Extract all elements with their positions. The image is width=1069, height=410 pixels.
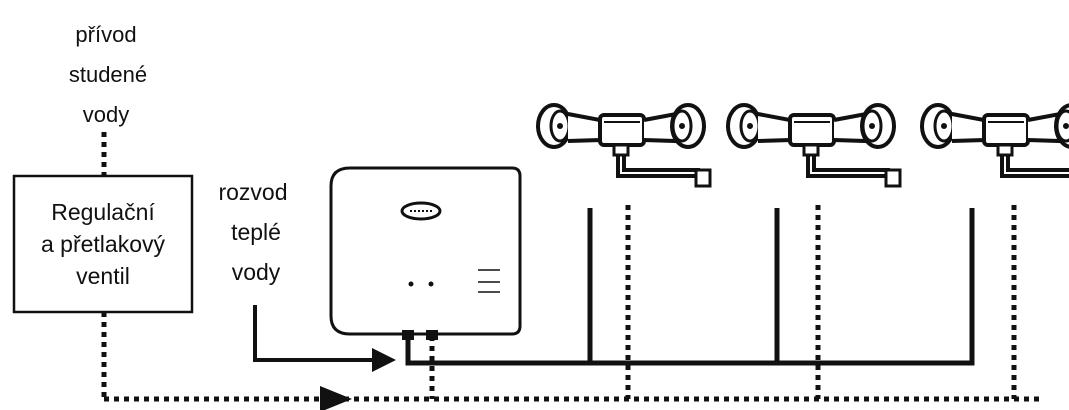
hot-inflow-line xyxy=(253,305,375,362)
cold-inlet-stub xyxy=(426,330,438,340)
indicator-light-icon xyxy=(408,281,414,287)
supply-label-line1: přívod xyxy=(75,22,136,47)
valve-label-line2: a přetlakový xyxy=(41,231,166,257)
distribution-label-line1: rozvod xyxy=(218,179,287,205)
faucet-3-icon xyxy=(920,103,1069,188)
heater-logo-icon xyxy=(400,201,442,221)
valve-label-line1: Regulační xyxy=(51,199,155,225)
faucet-1-icon xyxy=(536,103,712,188)
faucet-2-icon xyxy=(726,103,902,188)
distribution-label-line3: vody xyxy=(232,259,281,285)
indicator-light-icon xyxy=(428,281,434,287)
supply-label-line3: vody xyxy=(83,102,129,127)
hot-flow-arrow-icon xyxy=(372,348,396,372)
cold-flow-arrow-icon xyxy=(320,386,352,410)
water-heater xyxy=(329,166,522,340)
hot-outlet-stub xyxy=(402,330,414,340)
supply-label-line2: studené xyxy=(69,62,147,87)
valve-label-line3: ventil xyxy=(76,263,130,289)
distribution-label-line2: teplé xyxy=(231,219,281,245)
hot-distribution-line xyxy=(405,208,975,366)
